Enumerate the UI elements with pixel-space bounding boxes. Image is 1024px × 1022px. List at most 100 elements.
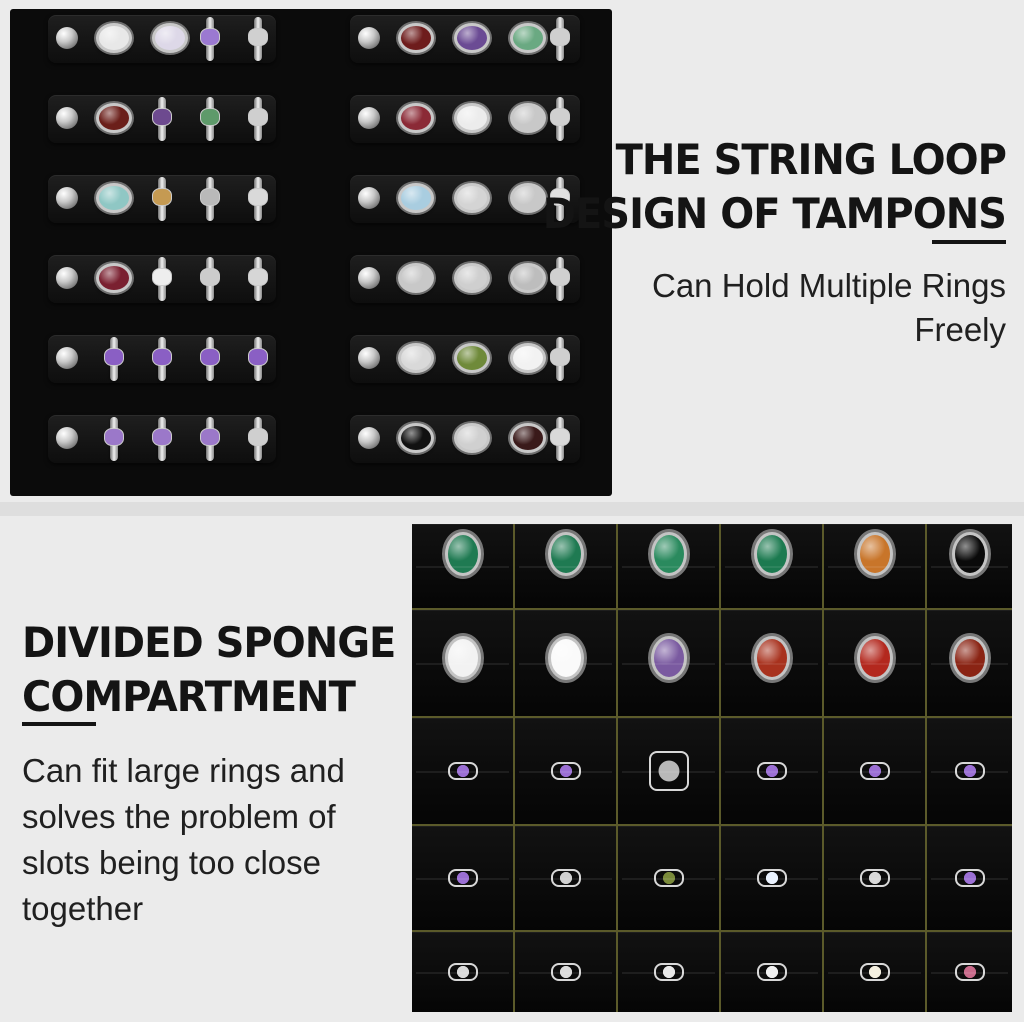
- string-loop-section: THE STRING LOOP DESIGN OF TAMPONS Can Ho…: [0, 0, 1024, 502]
- sponge-compartment: [927, 718, 1012, 824]
- sponge-compartment: [824, 524, 925, 608]
- small-ring: [653, 963, 684, 981]
- ring: [96, 263, 132, 293]
- snap-button: [358, 187, 380, 209]
- ring-loop-strap: [48, 175, 276, 223]
- oval-ring: [951, 636, 988, 680]
- gem: [249, 349, 267, 365]
- sponge-compartment: [721, 932, 822, 1012]
- ring: [398, 423, 434, 453]
- ring: [454, 423, 490, 453]
- sponge-compartment: [618, 932, 719, 1012]
- ring-band: [153, 177, 171, 221]
- sponge-compartment: [824, 826, 925, 930]
- snap-button: [56, 27, 78, 49]
- sponge-compartment: [412, 826, 513, 930]
- small-ring: [447, 869, 478, 887]
- divided-sponge-tray-photo: [412, 524, 1012, 1012]
- divided-sponge-heading-underline: [22, 722, 96, 726]
- gem: [551, 269, 569, 285]
- gem: [249, 29, 267, 45]
- oval-ring: [444, 532, 481, 576]
- sponge-compartment: [618, 826, 719, 930]
- oval-ring: [650, 532, 687, 576]
- ring-band: [551, 17, 569, 61]
- string-loop-heading-line2: DESIGN OF TAMPONS: [542, 190, 1007, 239]
- ring: [398, 263, 434, 293]
- oval-ring: [856, 532, 893, 576]
- snap-button: [358, 107, 380, 129]
- gem: [551, 429, 569, 445]
- oval-ring: [753, 532, 790, 576]
- gem: [105, 429, 123, 445]
- ring-loop-strap: [350, 415, 580, 463]
- oval-ring: [547, 636, 584, 680]
- ring: [152, 23, 188, 53]
- ring-band: [153, 337, 171, 381]
- gem: [153, 109, 171, 125]
- sponge-compartment: [412, 932, 513, 1012]
- ring-band: [551, 417, 569, 461]
- divided-sponge-heading-line2: COMPARTMENT: [22, 673, 356, 722]
- small-ring: [648, 751, 689, 791]
- gem: [551, 189, 569, 205]
- ring: [454, 23, 490, 53]
- ring-loop-strap: [350, 335, 580, 383]
- sponge-compartment: [515, 826, 616, 930]
- small-ring: [447, 963, 478, 981]
- snap-button: [358, 427, 380, 449]
- ring-band: [551, 177, 569, 221]
- ring-band: [249, 97, 267, 141]
- small-ring: [447, 762, 478, 780]
- ring: [398, 183, 434, 213]
- gem: [153, 349, 171, 365]
- ring-loop-strap: [48, 415, 276, 463]
- ring: [510, 23, 546, 53]
- ring-band: [105, 417, 123, 461]
- sponge-compartment: [721, 524, 822, 608]
- ring-band: [551, 337, 569, 381]
- ring: [398, 23, 434, 53]
- ring-band: [201, 257, 219, 301]
- ring: [454, 343, 490, 373]
- ring-loop-strap: [350, 255, 580, 303]
- gem: [105, 349, 123, 365]
- sponge-compartment: [927, 932, 1012, 1012]
- sponge-compartment: [515, 718, 616, 824]
- small-ring: [550, 963, 581, 981]
- snap-button: [358, 347, 380, 369]
- sponge-compartment: [618, 524, 719, 608]
- ring-band: [551, 97, 569, 141]
- ring-band: [201, 97, 219, 141]
- gem: [201, 429, 219, 445]
- string-loop-tray-photo: [10, 9, 612, 496]
- ring-band: [201, 17, 219, 61]
- gem: [201, 189, 219, 205]
- gem: [201, 29, 219, 45]
- small-ring: [550, 762, 581, 780]
- sponge-compartment: [927, 524, 1012, 608]
- ring-band: [153, 97, 171, 141]
- small-ring: [954, 869, 985, 887]
- ring-loop-strap: [48, 15, 276, 63]
- string-loop-heading-underline: [932, 240, 1006, 244]
- gem: [153, 429, 171, 445]
- sponge-compartment: [927, 826, 1012, 930]
- ring-band: [201, 177, 219, 221]
- gem: [249, 269, 267, 285]
- sponge-compartment: [515, 610, 616, 716]
- ring-band: [249, 257, 267, 301]
- ring-loop-strap: [350, 95, 580, 143]
- gem: [201, 109, 219, 125]
- small-ring: [859, 869, 890, 887]
- sponge-compartment: [515, 932, 616, 1012]
- gem: [551, 29, 569, 45]
- divided-sponge-heading-line1: DIVIDED SPONGE: [22, 619, 396, 668]
- sponge-compartment: [618, 718, 719, 824]
- sponge-compartment: [618, 610, 719, 716]
- ring: [454, 103, 490, 133]
- ring: [510, 343, 546, 373]
- small-ring: [954, 963, 985, 981]
- ring-band: [249, 337, 267, 381]
- ring-band: [249, 17, 267, 61]
